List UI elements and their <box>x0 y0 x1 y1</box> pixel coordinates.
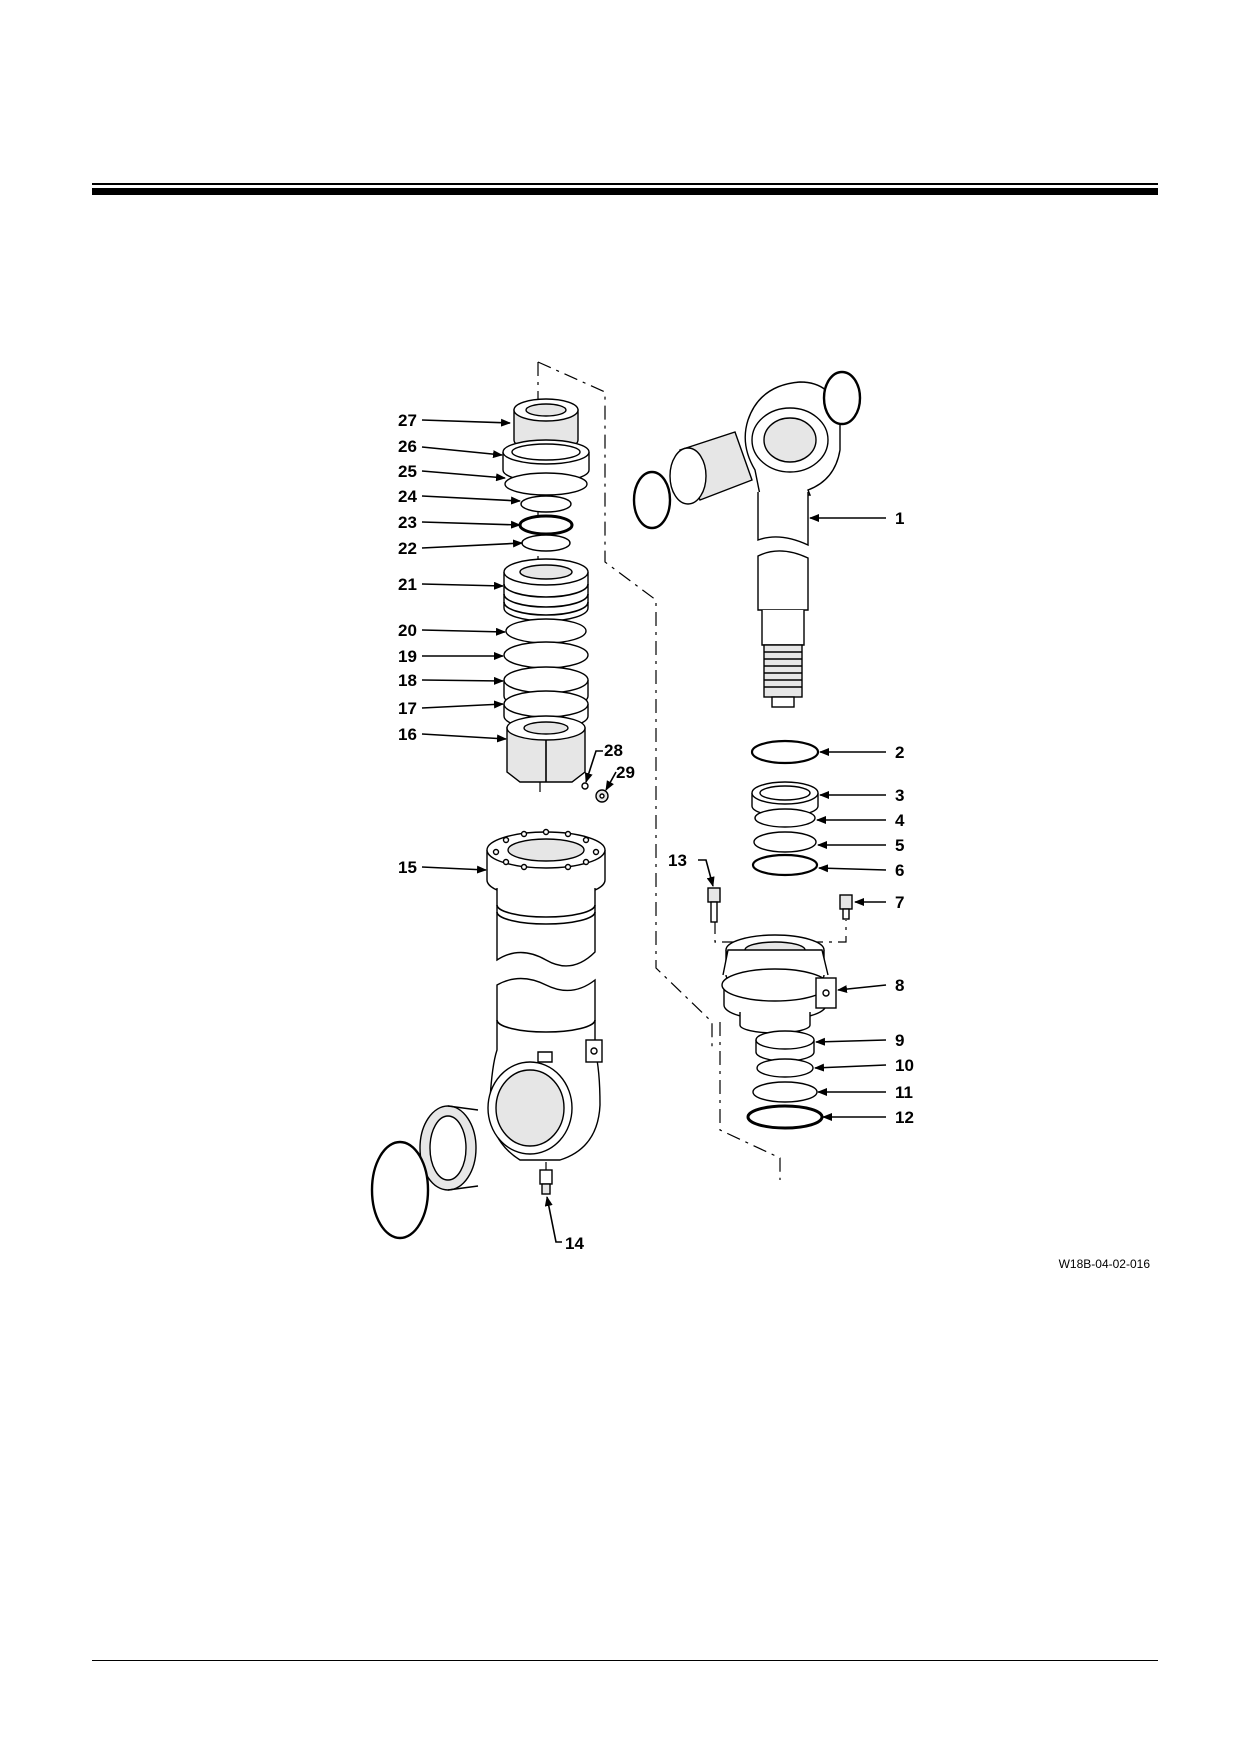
footer-rule <box>92 1660 1158 1661</box>
callout-16: 16 <box>398 725 417 744</box>
part-20-19-rings <box>503 618 589 669</box>
callout-24: 24 <box>398 487 417 506</box>
callout-29: 29 <box>616 763 635 782</box>
callout-3: 3 <box>895 786 904 805</box>
callout-1: 1 <box>895 509 904 528</box>
part-11-ring <box>752 1081 818 1103</box>
part-12-ring <box>746 1104 824 1130</box>
rod-eye-bushing <box>669 431 753 505</box>
callout-21: 21 <box>398 575 417 594</box>
callout-6: 6 <box>895 861 904 880</box>
callout-20: 20 <box>398 621 417 640</box>
callout-7: 7 <box>895 893 904 912</box>
callout-2: 2 <box>895 743 904 762</box>
callout-15: 15 <box>398 858 417 877</box>
part-24-23-22-rings <box>518 495 574 552</box>
part-15-cylinder-head <box>486 831 606 967</box>
part-14-grease-fitting <box>539 1169 553 1195</box>
eye-bushing-left <box>419 1105 479 1191</box>
part-21-piston <box>503 558 589 622</box>
callout-23: 23 <box>398 513 417 532</box>
part-13-bolt <box>707 887 721 923</box>
part-1-piston-rod <box>757 492 809 708</box>
part-29-setscrew <box>595 789 609 803</box>
callout-18: 18 <box>398 671 417 690</box>
figure-code: W18B-04-02-016 <box>1059 1257 1151 1271</box>
cylinder-tube-eye <box>487 977 603 1161</box>
callout-28: 28 <box>604 741 623 760</box>
header-rule-thick <box>92 188 1158 195</box>
callout-9: 9 <box>895 1031 904 1050</box>
callout-labels: 27 26 25 24 23 22 21 20 19 18 17 16 15 2… <box>398 411 914 1253</box>
rod-eye <box>744 381 841 496</box>
callout-5: 5 <box>895 836 904 855</box>
part-6-ring <box>751 853 819 877</box>
part-10-ring <box>756 1058 814 1078</box>
part-28-ball <box>581 782 589 790</box>
callout-25: 25 <box>398 462 417 481</box>
callout-4: 4 <box>895 811 905 830</box>
retaining-ring-left <box>370 1140 430 1240</box>
callout-8: 8 <box>895 976 904 995</box>
part-8-gland <box>721 934 837 1034</box>
part-16-nut <box>506 715 586 783</box>
callout-12: 12 <box>895 1108 914 1127</box>
part-5-ring <box>753 831 817 853</box>
part-4-ring <box>754 808 816 828</box>
part-7-fitting <box>839 894 853 920</box>
leader-lines <box>421 418 887 1243</box>
flange-bolt-holes-15 <box>492 828 600 871</box>
callout-22: 22 <box>398 539 417 558</box>
callout-14: 14 <box>565 1234 584 1253</box>
callout-11: 11 <box>895 1083 913 1102</box>
part-26-25-rings <box>502 439 590 496</box>
left-part-stack <box>370 398 609 1240</box>
retaining-ring-right-upper <box>822 370 862 426</box>
header-rule-thin <box>92 183 1158 185</box>
callout-13: 13 <box>668 851 687 870</box>
callout-17: 17 <box>398 699 417 718</box>
part-9-bushing <box>755 1030 815 1062</box>
callout-26: 26 <box>398 437 417 456</box>
callout-27: 27 <box>398 411 417 430</box>
callout-19: 19 <box>398 647 417 666</box>
callout-10: 10 <box>895 1056 914 1075</box>
right-part-stack <box>632 370 862 1130</box>
retaining-ring-right-lower <box>632 470 672 530</box>
part-2-ring <box>750 739 820 765</box>
